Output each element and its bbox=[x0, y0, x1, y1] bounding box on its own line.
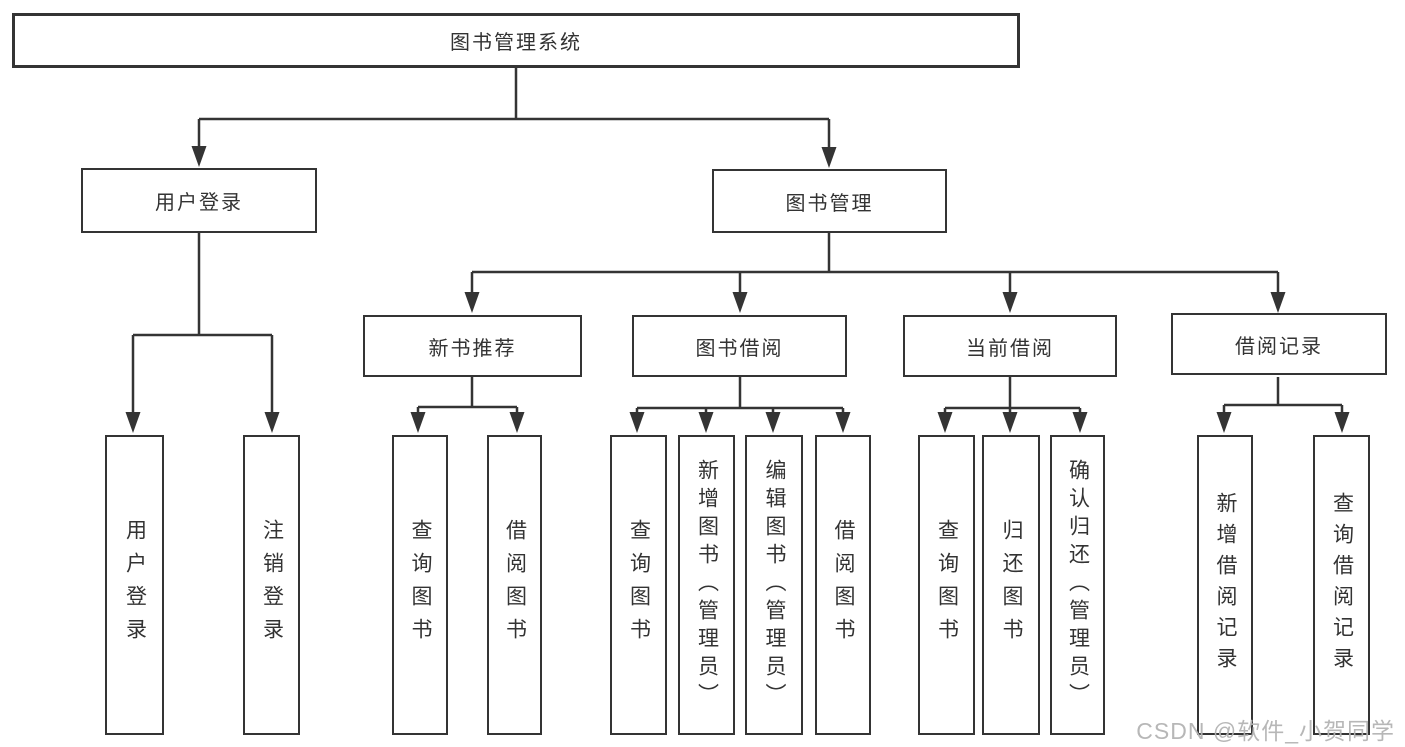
leaf-user-login: 用户登录 bbox=[105, 435, 164, 735]
watermark: CSDN @软件_小贺同学 bbox=[1136, 718, 1395, 744]
leaf-edit-book-admin: 编辑图书（管理员） bbox=[745, 435, 803, 735]
leaf-borrow-book-borrowing: 借阅图书 bbox=[815, 435, 871, 735]
leaf-query-borrow-record: 查询借阅记录 bbox=[1313, 435, 1370, 735]
leaf-query-book-current: 查询图书 bbox=[918, 435, 975, 735]
leaf-return-book: 归还图书 bbox=[982, 435, 1040, 735]
node-new-book-recommend: 新书推荐 bbox=[363, 315, 582, 377]
node-user-login: 用户登录 bbox=[81, 168, 317, 233]
leaf-borrow-book-recommend: 借阅图书 bbox=[487, 435, 542, 735]
leaf-add-borrow-record: 新增借阅记录 bbox=[1197, 435, 1253, 735]
leaf-logout: 注销登录 bbox=[243, 435, 300, 735]
leaf-add-book-admin: 新增图书（管理员） bbox=[678, 435, 735, 735]
leaf-confirm-return-admin: 确认归还（管理员） bbox=[1050, 435, 1105, 735]
node-book-management: 图书管理 bbox=[712, 169, 947, 233]
node-root-system: 图书管理系统 bbox=[12, 13, 1020, 68]
node-current-borrowing: 当前借阅 bbox=[903, 315, 1117, 377]
node-book-borrowing: 图书借阅 bbox=[632, 315, 847, 377]
leaf-query-book-recommend: 查询图书 bbox=[392, 435, 448, 735]
leaf-query-book-borrowing: 查询图书 bbox=[610, 435, 667, 735]
arrowheads bbox=[125, 146, 1350, 433]
node-borrowing-records: 借阅记录 bbox=[1171, 313, 1387, 375]
